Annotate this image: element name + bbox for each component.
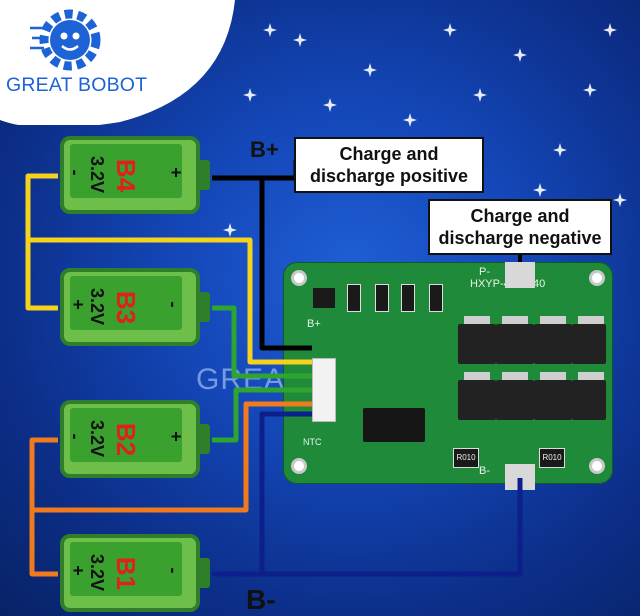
callout-positive-line1: Charge and	[339, 144, 439, 164]
star-sparkle	[553, 143, 567, 157]
star-sparkle	[363, 63, 377, 77]
cell-terminal-left: -	[65, 169, 86, 176]
cell-name: B3	[111, 290, 142, 325]
wire-b2	[29, 437, 58, 577]
b-plus-label: B+	[307, 318, 321, 330]
star-sparkle	[263, 23, 277, 37]
star-sparkle	[323, 98, 337, 112]
star-sparkle	[583, 83, 597, 97]
cell-voltage: 3.2V	[87, 553, 108, 592]
wire-b3-b2	[212, 387, 312, 443]
star-sparkle	[293, 33, 307, 47]
cell-b2: B2 3.2V - +	[60, 400, 210, 478]
cell-terminal-right: +	[165, 431, 186, 442]
wire-b-minus	[212, 478, 523, 577]
callout-negative: Charge and discharge negative	[428, 199, 612, 255]
bms-board: HXYP-4S-6040 P- B- B+ NTC R010 R010	[283, 262, 613, 490]
cell-voltage: 3.2V	[87, 155, 108, 194]
star-sparkle	[223, 223, 237, 237]
cell-b3: B3 3.2V + -	[60, 268, 210, 346]
mosfet	[458, 316, 496, 364]
star-sparkle	[443, 23, 457, 37]
cell-name: B2	[111, 422, 142, 457]
wire-b3	[212, 305, 312, 379]
ntc-label: NTC	[303, 437, 322, 447]
p-minus-pad	[505, 262, 535, 288]
balance-connector	[312, 358, 336, 422]
cell-voltage: 3.2V	[87, 419, 108, 458]
star-sparkle	[403, 113, 417, 127]
shunt-resistor: R010	[539, 448, 565, 468]
star-sparkle	[513, 48, 527, 62]
mosfet	[572, 316, 606, 364]
star-sparkle	[533, 183, 547, 197]
cell-terminal-left: -	[65, 433, 86, 440]
callout-positive-line2: discharge positive	[309, 166, 469, 186]
mount-hole	[291, 458, 307, 474]
mosfet	[458, 372, 496, 420]
mosfet	[496, 316, 534, 364]
brand-area: GREAT BOBOT	[0, 0, 235, 129]
mount-hole	[589, 458, 605, 474]
mosfet	[572, 372, 606, 420]
sense-resistor	[375, 284, 389, 312]
cell-terminal-right: -	[163, 301, 184, 308]
cell-terminal-right: +	[165, 167, 186, 178]
cell-name: B4	[111, 158, 142, 193]
cell-name: B1	[111, 556, 142, 591]
callout-negative-line2: discharge negative	[438, 228, 602, 248]
wire-b1-sense	[259, 411, 312, 574]
protection-ic	[363, 408, 425, 442]
cell-terminal-right: -	[163, 567, 184, 574]
diode-chip	[313, 288, 335, 308]
gear-robot-icon	[30, 9, 101, 71]
brand-name: GREAT BOBOT	[6, 74, 148, 96]
cell-b4: B4 3.2V - +	[60, 136, 210, 214]
cell-voltage: 3.2V	[87, 287, 108, 326]
star-sparkle	[603, 23, 617, 37]
cell-terminal-left: +	[67, 565, 88, 576]
star-sparkle	[473, 88, 487, 102]
b-minus-label: B-	[479, 465, 490, 477]
callout-negative-line1: Charge and	[470, 206, 570, 226]
wire-b2-sense	[32, 401, 312, 513]
b-minus-terminal-label: B-	[246, 584, 276, 615]
p-minus-label: P-	[479, 266, 490, 278]
mosfet	[534, 316, 572, 364]
callout-positive: Charge and discharge positive	[294, 137, 484, 193]
wire-b-plus-drop	[259, 178, 312, 351]
shunt-resistor: R010	[453, 448, 479, 468]
cell-b1: B1 3.2V + -	[60, 534, 210, 612]
sense-resistor	[347, 284, 361, 312]
b-plus-terminal-label: B+	[250, 137, 279, 162]
sense-resistor	[401, 284, 415, 312]
cell-terminal-left: +	[67, 299, 88, 310]
mount-hole	[291, 270, 307, 286]
mosfet	[534, 372, 572, 420]
mount-hole	[589, 270, 605, 286]
sense-resistor	[429, 284, 443, 312]
mosfet	[496, 372, 534, 420]
wire-b4-sense	[28, 237, 312, 365]
star-sparkle	[243, 88, 257, 102]
star-sparkle	[613, 193, 627, 207]
